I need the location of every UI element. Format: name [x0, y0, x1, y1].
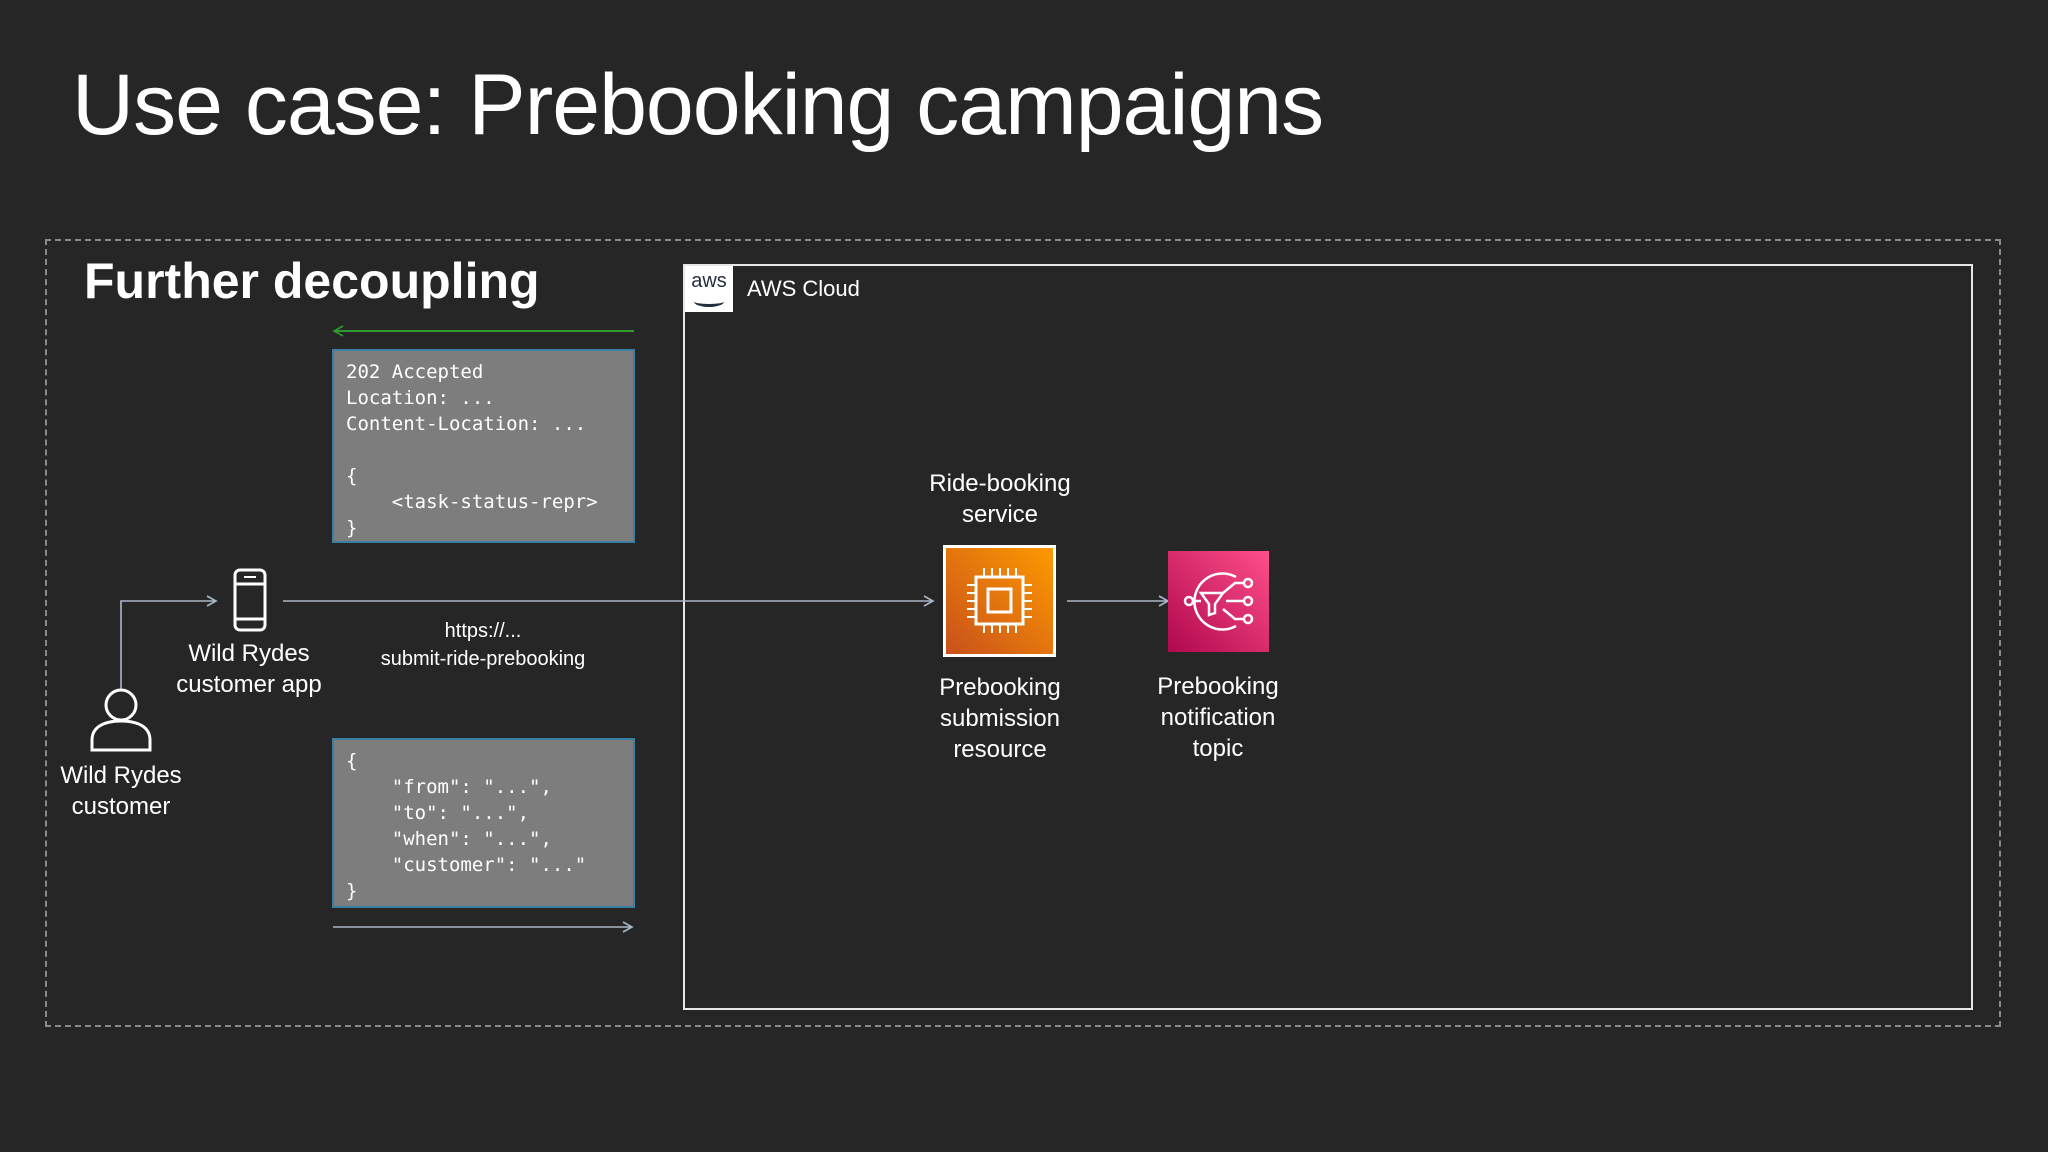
request-code-box: { "from": "...", "to": "...", "when": ".… — [332, 738, 635, 908]
topic-label: Prebooking notification topic — [1118, 671, 1318, 764]
section-title: Further decoupling — [84, 253, 540, 309]
aws-cloud-group — [683, 264, 1973, 1010]
code-line: <task-status-repr> — [346, 491, 598, 513]
response-code-box: 202 Accepted Location: ... Content-Locat… — [332, 349, 635, 543]
code-line: Location: ... — [346, 387, 495, 409]
endpoint-path: submit-ride-prebooking — [380, 648, 586, 670]
endpoint-url: https://... — [444, 620, 522, 642]
sns-glyph-icon — [1183, 572, 1254, 631]
code-line: } — [346, 880, 358, 902]
code-line: { — [346, 465, 358, 487]
aws-smile-mark — [694, 296, 724, 307]
code-line — [346, 437, 621, 463]
app-label: Wild Rydes customer app — [149, 638, 349, 700]
customer-label: Wild Rydes customer — [21, 760, 221, 822]
chip-icon — [967, 568, 1032, 633]
code-line: "when": "...", — [346, 828, 552, 850]
service-label-line: service — [961, 501, 1039, 528]
aws-logo-icon: aws — [685, 266, 733, 312]
app-label-line: Wild Rydes — [188, 640, 310, 667]
resource-label-line: resource — [953, 736, 1047, 763]
topic-label-line: topic — [1192, 735, 1244, 762]
app-label-line: customer app — [176, 671, 322, 698]
decoupling-container — [45, 239, 2001, 1027]
service-label-line: Ride-booking — [929, 470, 1071, 497]
endpoint-label: https://... submit-ride-prebooking — [343, 617, 623, 673]
resource-label: Prebooking submission resource — [900, 672, 1100, 765]
aws-cloud-label: AWS Cloud — [747, 276, 860, 301]
customer-label-line: customer — [71, 793, 171, 820]
code-line: { — [346, 750, 358, 772]
service-label: Ride-booking service — [900, 468, 1100, 530]
slide-title: Use case: Prebooking campaigns — [72, 57, 1324, 153]
topic-label-line: notification — [1160, 704, 1276, 731]
code-line: "customer": "..." — [346, 854, 587, 876]
customer-label-line: Wild Rydes — [60, 762, 182, 789]
code-line: "to": "...", — [346, 802, 530, 824]
code-line: "from": "...", — [346, 776, 552, 798]
topic-label-line: Prebooking — [1157, 673, 1279, 700]
code-line: 202 Accepted — [346, 361, 484, 383]
resource-label-line: submission — [939, 705, 1061, 732]
code-line: } — [346, 517, 358, 539]
ec2-instance-icon — [943, 545, 1056, 657]
code-line: Content-Location: ... — [346, 413, 587, 435]
aws-logo-text: aws — [691, 270, 727, 292]
resource-label-line: Prebooking — [939, 674, 1061, 701]
sns-topic-icon — [1168, 551, 1269, 652]
